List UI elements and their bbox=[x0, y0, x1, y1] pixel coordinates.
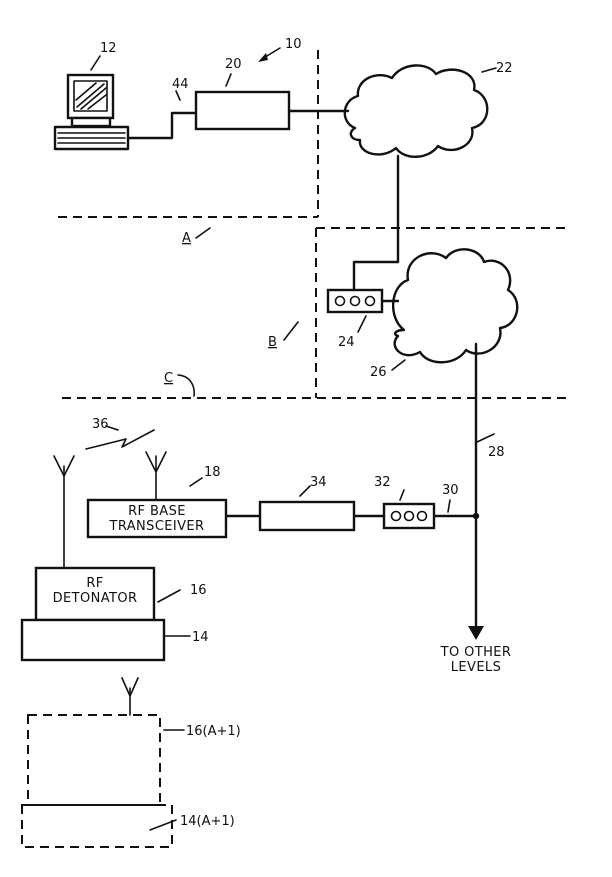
rf-link-36 bbox=[85, 429, 155, 450]
leader-32 bbox=[399, 489, 405, 501]
ref-10-label: 10 bbox=[285, 37, 302, 52]
hub-24 bbox=[326, 288, 384, 314]
system-arrowhead bbox=[258, 53, 268, 62]
unit-14-box bbox=[20, 618, 166, 662]
leader-24 bbox=[357, 315, 367, 333]
zone-a-leader bbox=[195, 227, 211, 239]
ref-14-label: 14 bbox=[192, 630, 209, 645]
ref-26-label: 26 bbox=[370, 365, 387, 380]
cloud-26 bbox=[391, 248, 519, 364]
antenna-18-icon bbox=[145, 451, 167, 501]
leader-36 bbox=[105, 425, 119, 431]
computer-icon bbox=[53, 73, 130, 151]
rf-base-transceiver-box bbox=[86, 498, 228, 539]
ref-32-label: 32 bbox=[374, 475, 391, 490]
ref-18-label: 18 bbox=[204, 465, 221, 480]
rf-detonator-line1: RF bbox=[86, 576, 103, 591]
leader-20 bbox=[225, 73, 232, 87]
rf-detonator-next-box bbox=[27, 714, 161, 806]
leader-16 bbox=[157, 589, 181, 603]
box-20 bbox=[194, 90, 291, 131]
ref-28-label: 28 bbox=[488, 445, 505, 460]
rf-base-line1: RF BASE bbox=[128, 504, 186, 519]
zone-b-label: B bbox=[268, 335, 277, 350]
rf-base-line2: TRANSCEIVER bbox=[109, 519, 205, 534]
ref-20-label: 20 bbox=[225, 57, 242, 72]
down-arrowhead bbox=[468, 626, 484, 640]
zone-b-leader bbox=[283, 321, 299, 341]
leader-26 bbox=[391, 359, 406, 371]
ref-44-label: 44 bbox=[172, 77, 189, 92]
ref-34-label: 34 bbox=[310, 475, 327, 490]
ref-24-label: 24 bbox=[338, 335, 355, 350]
to-other-levels-line2: LEVELS bbox=[451, 660, 501, 675]
cable-44 bbox=[126, 111, 198, 140]
zone-a-label: A bbox=[182, 231, 191, 246]
ref-36-label: 36 bbox=[92, 417, 109, 432]
cloud-22 bbox=[343, 64, 489, 158]
antenna-16-icon bbox=[53, 455, 75, 569]
leader-30 bbox=[447, 499, 451, 513]
ref-16-label: 16 bbox=[190, 583, 207, 598]
zone-c-leader bbox=[177, 374, 195, 397]
hub-32 bbox=[382, 502, 436, 530]
leader-44 bbox=[175, 90, 181, 101]
ref-22-label: 22 bbox=[496, 61, 513, 76]
box-34 bbox=[258, 500, 356, 532]
ref-16-next-label: 16(A+1) bbox=[186, 724, 241, 739]
ref-12-label: 12 bbox=[100, 41, 117, 56]
leader-22 bbox=[481, 67, 497, 73]
ref-30-label: 30 bbox=[442, 483, 459, 498]
link-22-24 bbox=[352, 154, 400, 292]
leader-34 bbox=[299, 485, 311, 497]
unit-14-next-box bbox=[21, 804, 173, 848]
zone-c-label: C bbox=[164, 371, 173, 386]
rf-detonator-line2: DETONATOR bbox=[53, 591, 138, 606]
antenna-16-next-icon bbox=[121, 677, 139, 716]
to-other-levels-line1: TO OTHER bbox=[440, 645, 512, 660]
leader-28 bbox=[476, 433, 495, 443]
leader-18 bbox=[189, 477, 203, 487]
ref-14-next-label: 14(A+1) bbox=[180, 814, 235, 829]
leader-12 bbox=[90, 55, 101, 71]
leader-14-next bbox=[149, 819, 177, 831]
